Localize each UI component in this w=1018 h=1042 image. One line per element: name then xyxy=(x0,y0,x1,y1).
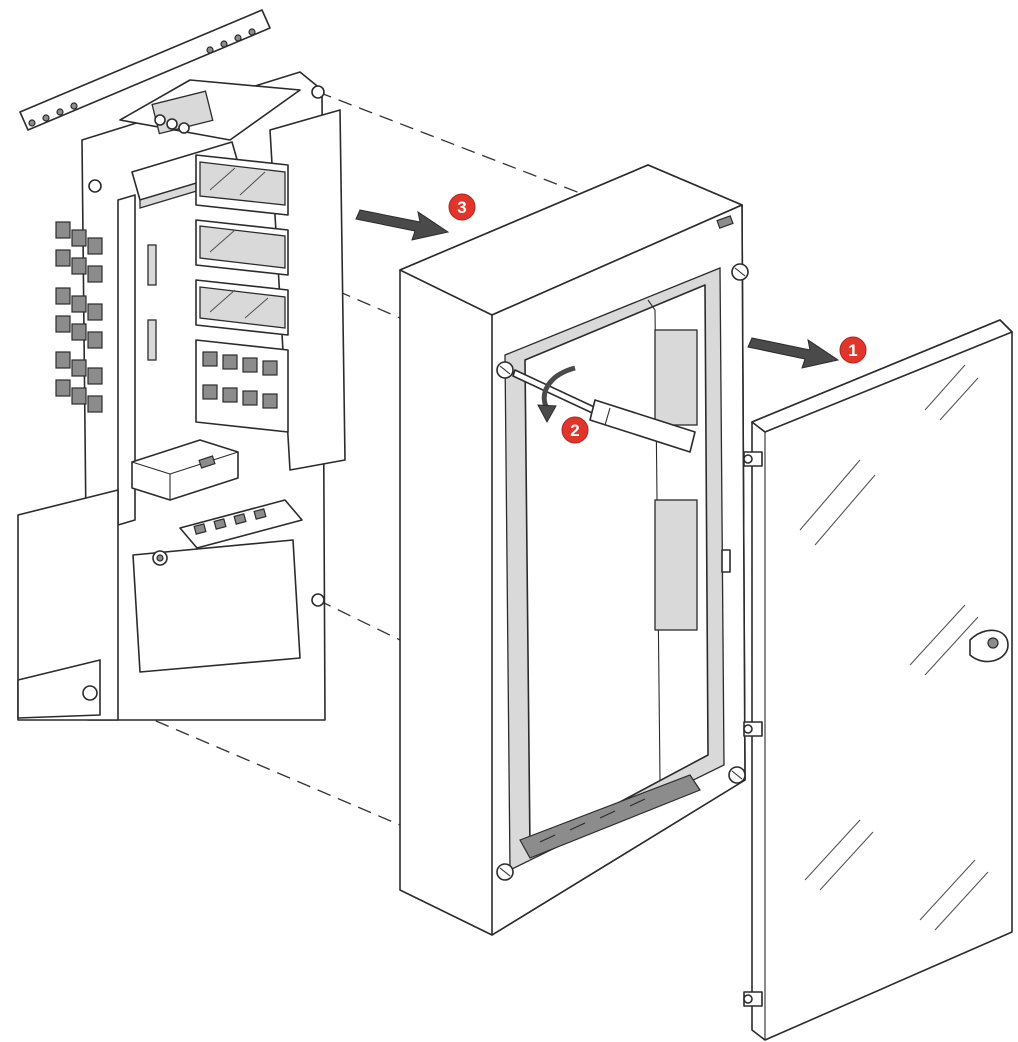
top-bracket xyxy=(19,9,271,131)
step-badge-2-label: 2 xyxy=(570,421,579,440)
screw-icon xyxy=(496,263,749,881)
screwdriver-icon xyxy=(512,369,696,453)
arrow-step-3 xyxy=(355,209,450,241)
door-lock-icon xyxy=(969,629,1009,663)
bracket-holes xyxy=(28,28,256,127)
glass-door xyxy=(743,319,1013,1041)
step-badge-3: 3 xyxy=(448,193,476,221)
arrow-step-1 xyxy=(747,337,840,369)
step-badge-3-label: 3 xyxy=(457,198,466,217)
network-switch xyxy=(179,499,303,549)
power-box xyxy=(132,539,301,673)
router-box xyxy=(131,439,239,501)
enclosure-frame xyxy=(399,164,749,936)
step-badge-2: 2 xyxy=(561,416,589,444)
mounting-chassis xyxy=(17,9,346,721)
step-badge-1: 1 xyxy=(839,336,867,364)
rotate-arrow-icon xyxy=(537,365,576,424)
arrow-right-icon xyxy=(355,209,840,369)
hinges xyxy=(743,451,763,1007)
step-badge-1-label: 1 xyxy=(848,341,857,360)
modules xyxy=(195,154,289,433)
terminal-connectors xyxy=(55,221,103,413)
